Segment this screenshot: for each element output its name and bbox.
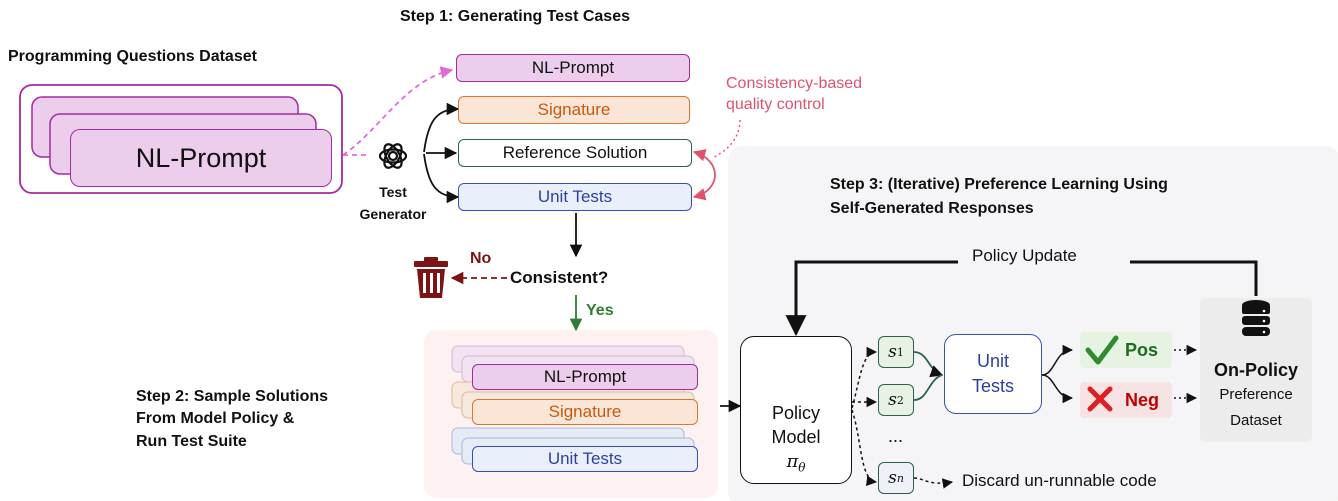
step3-title: Step 3: (Iterative) Preference Learning … [830, 176, 1168, 217]
generator-to-signature-arrow [423, 102, 460, 153]
unittests-to-neg-arrow [1041, 374, 1074, 404]
s1-to-unittests-arrow [913, 351, 944, 378]
step2-nl-prompt-label: NL-Prompt [543, 367, 627, 386]
step3-unit-tests: Unit Tests [944, 334, 1042, 414]
step1-title: Step 1: Generating Test Cases [400, 8, 630, 25]
policy-model-box: Policy Model πθ [740, 336, 852, 484]
policy-symbol-pi: π [786, 451, 799, 473]
sample-s2-base: s [888, 390, 897, 410]
step2-unit-tests: Unit Tests [472, 446, 698, 472]
policy-model-line1: Policy [771, 403, 820, 424]
samples-ellipsis: ... [888, 426, 904, 446]
cross-icon [1087, 386, 1113, 412]
step2-signature: Signature [472, 399, 698, 425]
output-signature-label: Signature [537, 100, 611, 119]
step2-unit-tests-label: Unit Tests [547, 449, 623, 468]
yes-label: Yes [586, 302, 614, 319]
discard-label: Discard un-runnable code [962, 471, 1157, 490]
policy-update-label: Policy Update [972, 246, 1077, 265]
openai-logo-icon [378, 143, 408, 169]
policy-model-line2: Model [771, 427, 821, 448]
dataset-container [19, 84, 343, 194]
step2-nl-prompt: NL-Prompt [472, 364, 698, 390]
dataset-to-nlprompt-arrow [342, 66, 454, 156]
generator-to-unittests-arrow [423, 153, 460, 204]
neg-bg [1080, 382, 1172, 418]
unittests-to-pos-arrow [1041, 344, 1074, 376]
policy-update-loop [796, 260, 1258, 334]
pos-label: Pos [1125, 340, 1159, 360]
sample-sn-sub: n [896, 471, 904, 485]
step2-signature-label: Signature [548, 402, 622, 421]
database-icon [1242, 300, 1270, 336]
output-nl-prompt-label: NL-Prompt [531, 58, 615, 77]
sample-s1-sub: 1 [896, 345, 904, 359]
generator-label: Test Generator [359, 184, 427, 222]
quality-control-note: Consistency-based quality control [726, 75, 863, 113]
sample-s2-sub: 2 [896, 393, 904, 407]
s2-to-unittests-arrow [913, 374, 943, 401]
dataset-title: Programming Questions Dataset [8, 48, 257, 65]
neg-label: Neg [1125, 390, 1160, 410]
policy-to-sn-arrow [851, 409, 878, 487]
policy-to-s1-arrow [851, 346, 878, 409]
dataset-card-front: NL-Prompt [70, 129, 332, 187]
quality-control-leader [711, 119, 741, 159]
step2-title: Step 2: Sample Solutions From Model Poli… [136, 388, 329, 450]
policy-symbol-theta: θ [798, 461, 806, 475]
consistency-double-arrow [692, 149, 716, 201]
checkmark-icon [1085, 335, 1119, 365]
dataset-line1: On-Policy [1213, 360, 1298, 380]
sample-s1-base: s [888, 342, 897, 362]
output-reference-solution-label: Reference Solution [502, 143, 648, 162]
trash-icon [414, 257, 448, 298]
output-signature: Signature [458, 96, 690, 124]
dataset-line2: Preference [1219, 386, 1293, 403]
dataset-card-label: NL-Prompt [135, 142, 267, 173]
sn-to-discard-arrow [913, 477, 954, 489]
no-label: No [470, 250, 492, 267]
consistency-question: Consistent? [510, 268, 609, 287]
step3-unit-tests-label: Unit Tests [971, 350, 1014, 396]
dataset-line3: Dataset [1230, 412, 1282, 429]
sample-sn-base: s [888, 468, 897, 488]
output-unit-tests-label: Unit Tests [537, 187, 613, 206]
output-nl-prompt: NL-Prompt [456, 54, 690, 82]
dataset-panel [1200, 298, 1312, 442]
output-reference-solution: Reference Solution [458, 139, 692, 167]
output-unit-tests: Unit Tests [458, 183, 692, 211]
policy-symbol: πθ [786, 451, 805, 475]
